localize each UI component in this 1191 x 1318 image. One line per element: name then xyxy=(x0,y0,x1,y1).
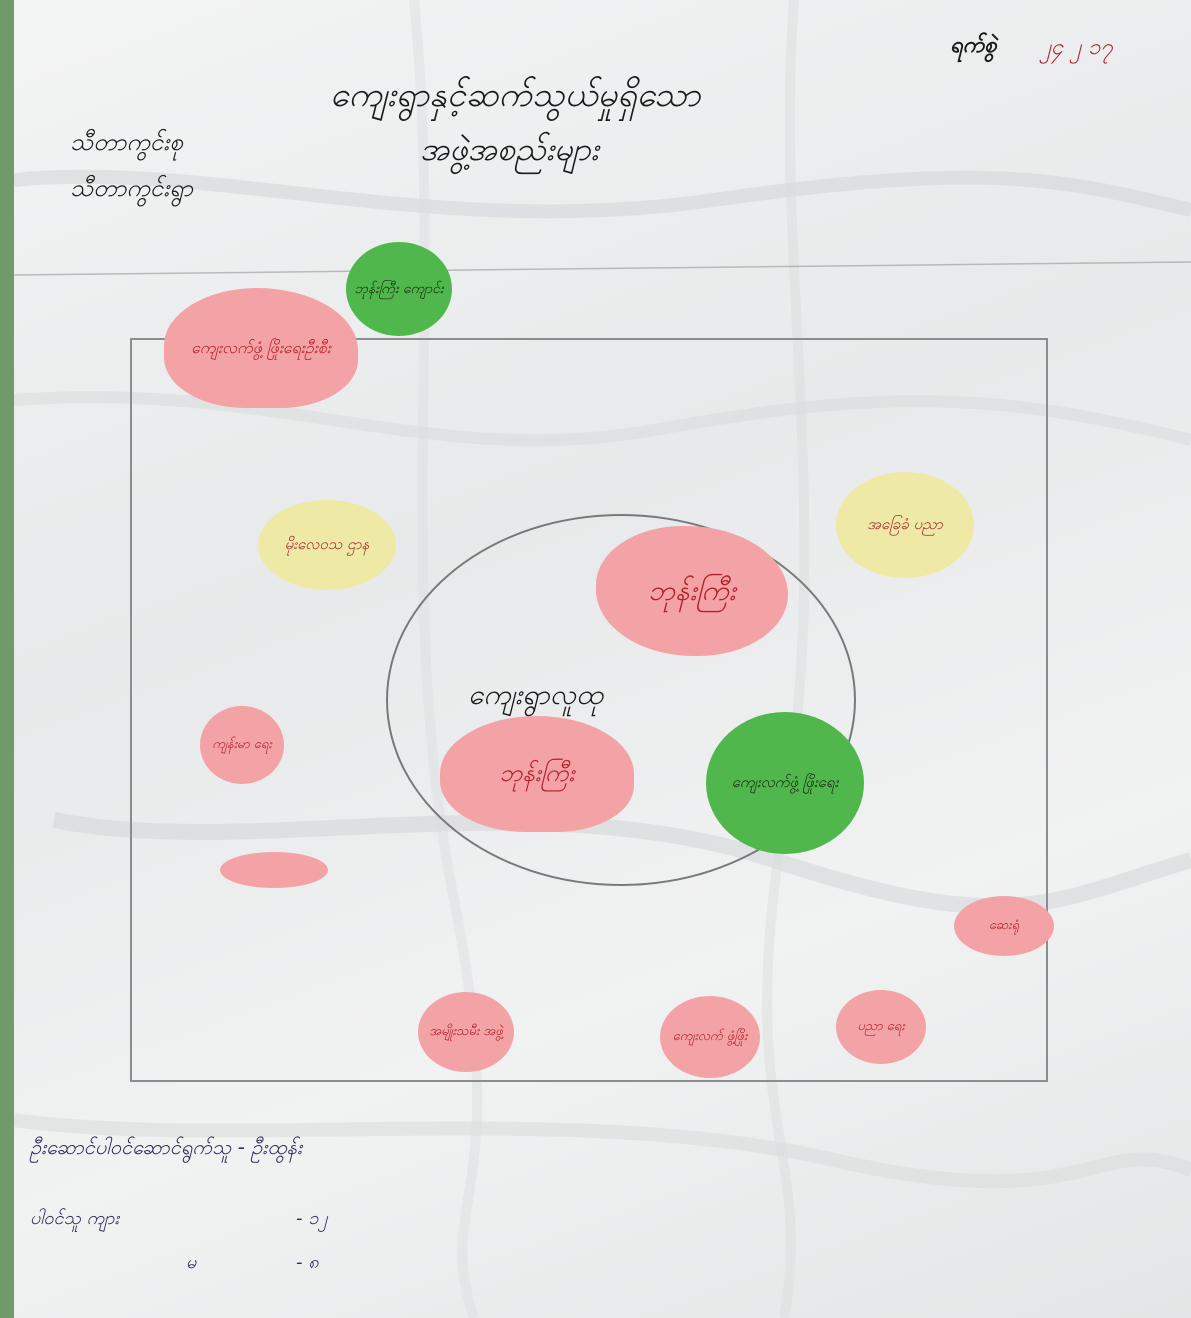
note-pink-top-left: ကျေးလက်ဖွံ့ ဖြိုးရေးဦးစီး xyxy=(164,288,358,408)
date-label: ရက်စွဲ xyxy=(950,33,997,58)
note-yellow-left: မိုးလေဝသ ဌာန xyxy=(258,500,396,590)
note-pink-folded xyxy=(220,852,328,888)
note-pink-left-small: ကျန်းမာ ရေး xyxy=(200,706,284,784)
note-pink-bottom-1: အမျိုးသမီး အဖွဲ့ xyxy=(418,992,514,1072)
note-green-big: ကျေးလက်ဖွံ့ ဖြိုးရေး xyxy=(706,712,864,854)
note-pink-bottom-2: ကျေးလက် ဖွံ့ဖြိုး xyxy=(660,996,760,1078)
note-pink-big-top: ဘုန်းကြီး xyxy=(596,526,788,656)
footer-line-2: ပါဝင်သူ ကျား xyxy=(30,1208,120,1229)
center-label: ကျေးရွာလူထု xyxy=(468,678,604,711)
note-pink-big-bottom: ဘုန်းကြီး xyxy=(440,716,634,832)
outer-boundary-box xyxy=(130,338,1048,1082)
footer-line-3: မ xyxy=(186,1252,197,1273)
date-value: ၂၄ ၂ ၁၇ xyxy=(1040,35,1113,60)
note-yellow-right: အခြေခံ ပညာ xyxy=(836,472,974,578)
note-pink-right-small: ဆေးရုံ xyxy=(954,896,1054,956)
footer-line-1: ဦးဆောင်ပါဝင်ဆောင်ရွက်သူ - ဦးထွန်း xyxy=(30,1135,303,1159)
chart-title-line-1: ကျေးရွာနှင့်ဆက်သွယ်မှုရှိသော xyxy=(330,75,701,115)
village-info-line-2: သီတာကွင်းရွာ xyxy=(70,174,193,202)
community-circle xyxy=(386,514,856,886)
note-green-top: ဘုန်းကြီး ကျောင်း xyxy=(346,242,452,336)
footer-value-3: - ၈ xyxy=(296,1252,319,1273)
village-info-line-1: သီတာကွင်းစု xyxy=(70,128,183,156)
footer-value-2: - ၁၂ xyxy=(296,1208,328,1229)
chart-title-line-2: အဖွဲ့အစည်းများ xyxy=(420,130,599,168)
note-pink-bottom-3: ပညာ ရေး xyxy=(836,990,926,1064)
